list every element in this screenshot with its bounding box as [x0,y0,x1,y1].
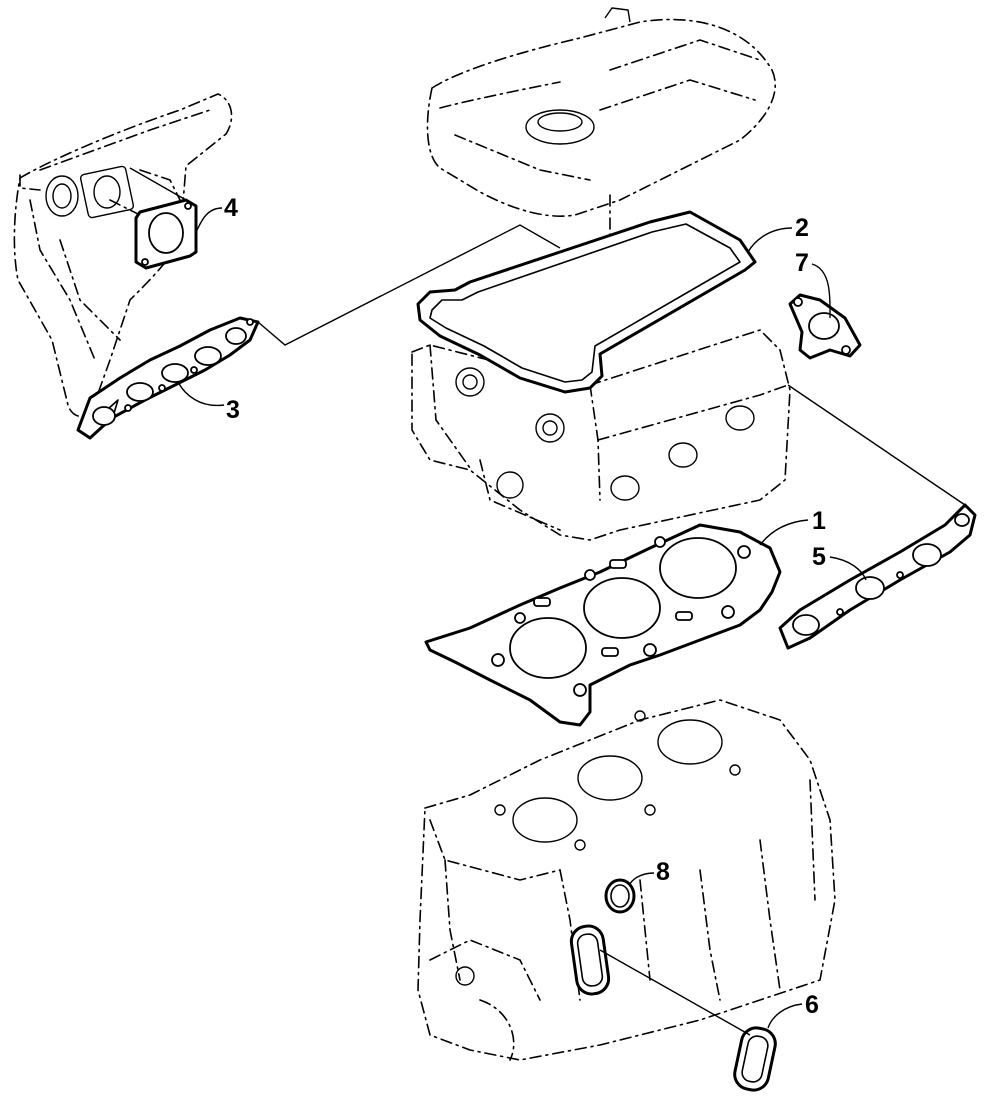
callout-3: 3 [226,396,240,424]
intake-manifold-gasket [76,316,260,440]
leader-line-3-to-head [257,224,561,346]
callout-leader-2 [747,227,793,253]
callout-leader-4 [195,207,223,233]
head-cover-outline [426,7,776,241]
head-cover-gasket [416,210,757,394]
callout-leader-3 [177,381,225,407]
callout-1: 1 [812,507,826,535]
o-ring-small [604,878,636,914]
callout-6: 6 [805,991,819,1019]
callout-7: 7 [795,249,809,277]
callout-leader-8 [629,872,655,885]
water-inlet-gasket-installed-outline [569,924,611,996]
leader-lines [129,167,966,1036]
cylinder-head-outline [411,329,791,541]
leader-line-6-to-block [599,949,751,1036]
leader-line-4-to-manifold [129,167,187,201]
cylinder-head-gasket [424,523,782,727]
callout-4: 4 [224,194,238,222]
callout-leader-1 [759,519,809,546]
callout-2: 2 [795,214,809,242]
callout-leader-7 [811,263,831,319]
exhaust-manifold-gasket [778,503,977,650]
callout-5: 5 [812,543,826,571]
water-inlet-gasket [733,1026,777,1092]
cylinder-block-outline [417,699,836,1061]
callout-leader-5 [829,556,867,581]
water-outlet-gasket [788,293,862,360]
callout-8: 8 [656,858,670,886]
throttle-body-gasket [134,198,198,270]
callout-labels: 1 2 3 4 5 6 7 8 [224,194,826,1019]
leader-line-5-to-head [787,384,966,506]
callout-leader-6 [767,1003,803,1029]
